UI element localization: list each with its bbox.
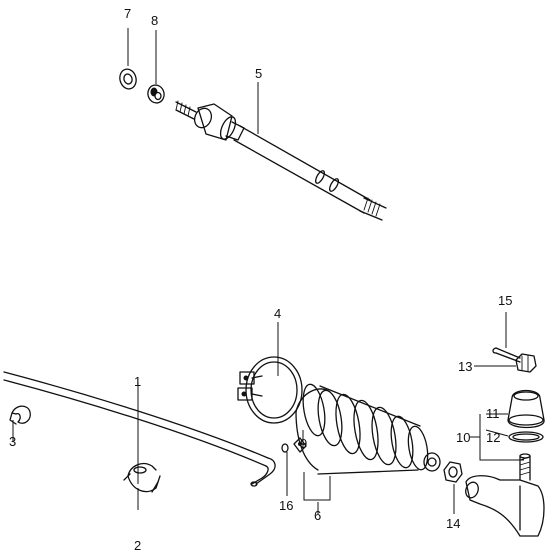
- ring-16: [281, 443, 289, 453]
- tube-1: [3, 371, 276, 487]
- callout-15: 15: [498, 293, 512, 308]
- washer-7: [119, 68, 137, 90]
- callout-8: 8: [151, 13, 158, 28]
- clip-2: [123, 462, 161, 493]
- callout-12: 12: [486, 430, 500, 445]
- callout-5: 5: [255, 66, 262, 81]
- callout-11: 11: [486, 406, 500, 421]
- callout-4: 4: [274, 306, 281, 321]
- callout-2: 2: [134, 538, 141, 553]
- band-clamp-4: [237, 356, 303, 424]
- clip-3: [9, 405, 31, 425]
- callout-10: 10: [456, 430, 470, 445]
- callout-13: 13: [458, 359, 472, 374]
- castle-nut-13: [515, 353, 537, 373]
- lock-washer-8: [147, 84, 165, 104]
- bellows-boot-6: [295, 383, 441, 475]
- callout-7: 7: [124, 6, 131, 21]
- callout-16: 16: [279, 498, 293, 513]
- lock-nut-14: [443, 461, 463, 483]
- tie-rod-end: [465, 453, 545, 537]
- boot-clip-9: [293, 437, 307, 453]
- callout-3: 3: [9, 434, 16, 449]
- callout-1: 1: [134, 374, 141, 389]
- callout-6: 6: [314, 508, 321, 523]
- tie-rod-5: [175, 100, 387, 221]
- seal-clip-12: [508, 431, 544, 443]
- callout-14: 14: [446, 516, 460, 531]
- dust-seal-11: [507, 389, 545, 429]
- callout-9: 9: [300, 436, 307, 451]
